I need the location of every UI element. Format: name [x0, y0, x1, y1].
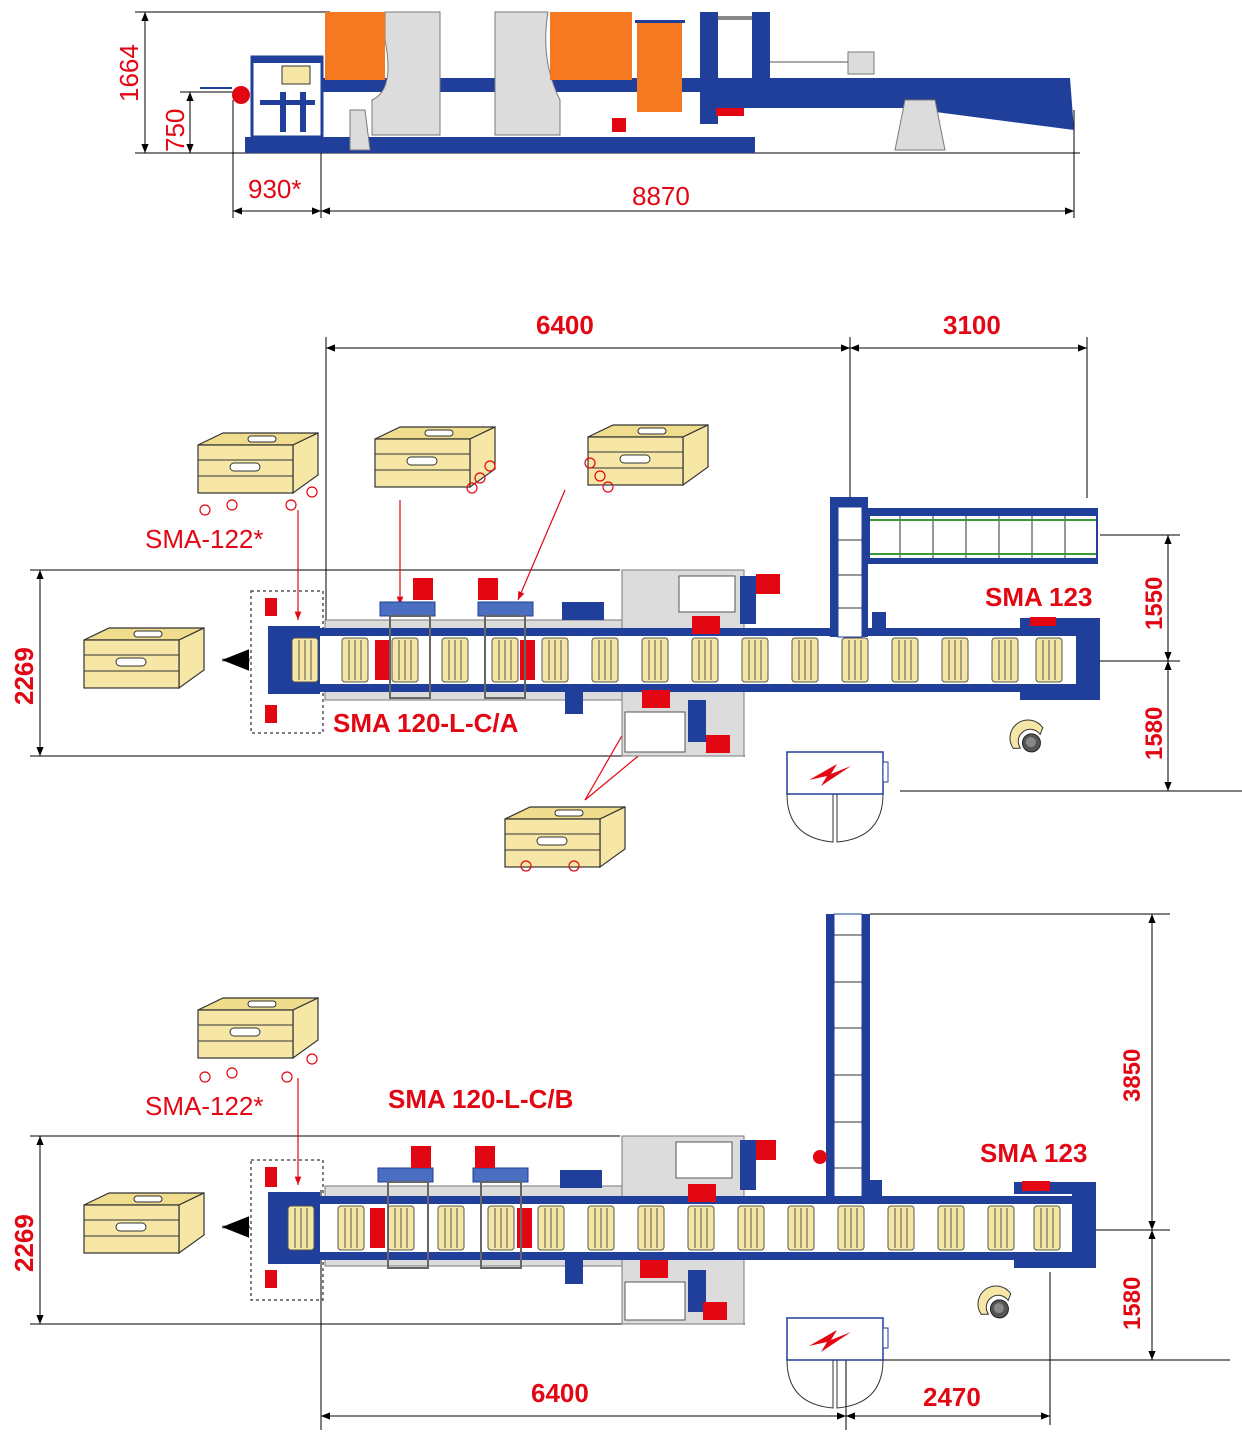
emergency-stop-icon — [232, 86, 250, 104]
dim-length-total: 8870 — [632, 181, 690, 211]
dim-b-offset-upper: 3850 — [1119, 1049, 1146, 1102]
operator-icon — [1002, 712, 1052, 762]
machine-label-a: SMA 120-L-C/A — [333, 708, 519, 738]
dim-a-length-extension: 3100 — [943, 310, 1001, 340]
stacker-label-b: SMA 123 — [980, 1138, 1087, 1168]
side-view: 1664 750 930* 8870 — [114, 11, 1080, 218]
dim-height-infeed: 750 — [160, 109, 190, 152]
dim-b-length-main: 6400 — [531, 1378, 589, 1408]
layout-a: 6400 3100 2269 1550 1580 SMA-122* — [9, 310, 1242, 872]
feeder-label-b: SMA-122* — [145, 1091, 264, 1121]
dim-b-length-exit: 2470 — [923, 1382, 981, 1412]
dim-a-width: 2269 — [9, 647, 39, 705]
operator-icon-b — [970, 1278, 1020, 1328]
dim-b-width: 2269 — [9, 1214, 39, 1272]
dim-b-offset-lower: 1580 — [1119, 1277, 1146, 1330]
dim-height-total: 1664 — [114, 44, 144, 102]
electrical-cabinet-icon — [786, 751, 889, 843]
dim-a-offset-upper: 1550 — [1141, 577, 1168, 630]
stacker-label-a: SMA 123 — [985, 582, 1092, 612]
dim-a-length-main: 6400 — [536, 310, 594, 340]
machine-label-b: SMA 120-L-C/B — [388, 1084, 573, 1114]
feeder-label-a: SMA-122* — [145, 524, 264, 554]
dim-length-infeed: 930* — [248, 174, 302, 204]
layout-b: 3850 1580 2269 6400 2470 SMA-122* — [9, 913, 1230, 1430]
dim-a-offset-lower: 1580 — [1141, 707, 1168, 760]
electrical-cabinet-icon-b — [786, 1317, 889, 1409]
